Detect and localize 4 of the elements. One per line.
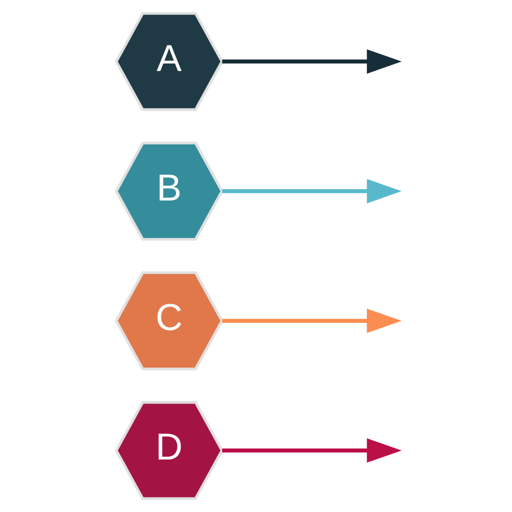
arrow (222, 308, 402, 333)
arrow (222, 438, 402, 463)
arrow (222, 49, 402, 74)
arrow (222, 179, 402, 204)
